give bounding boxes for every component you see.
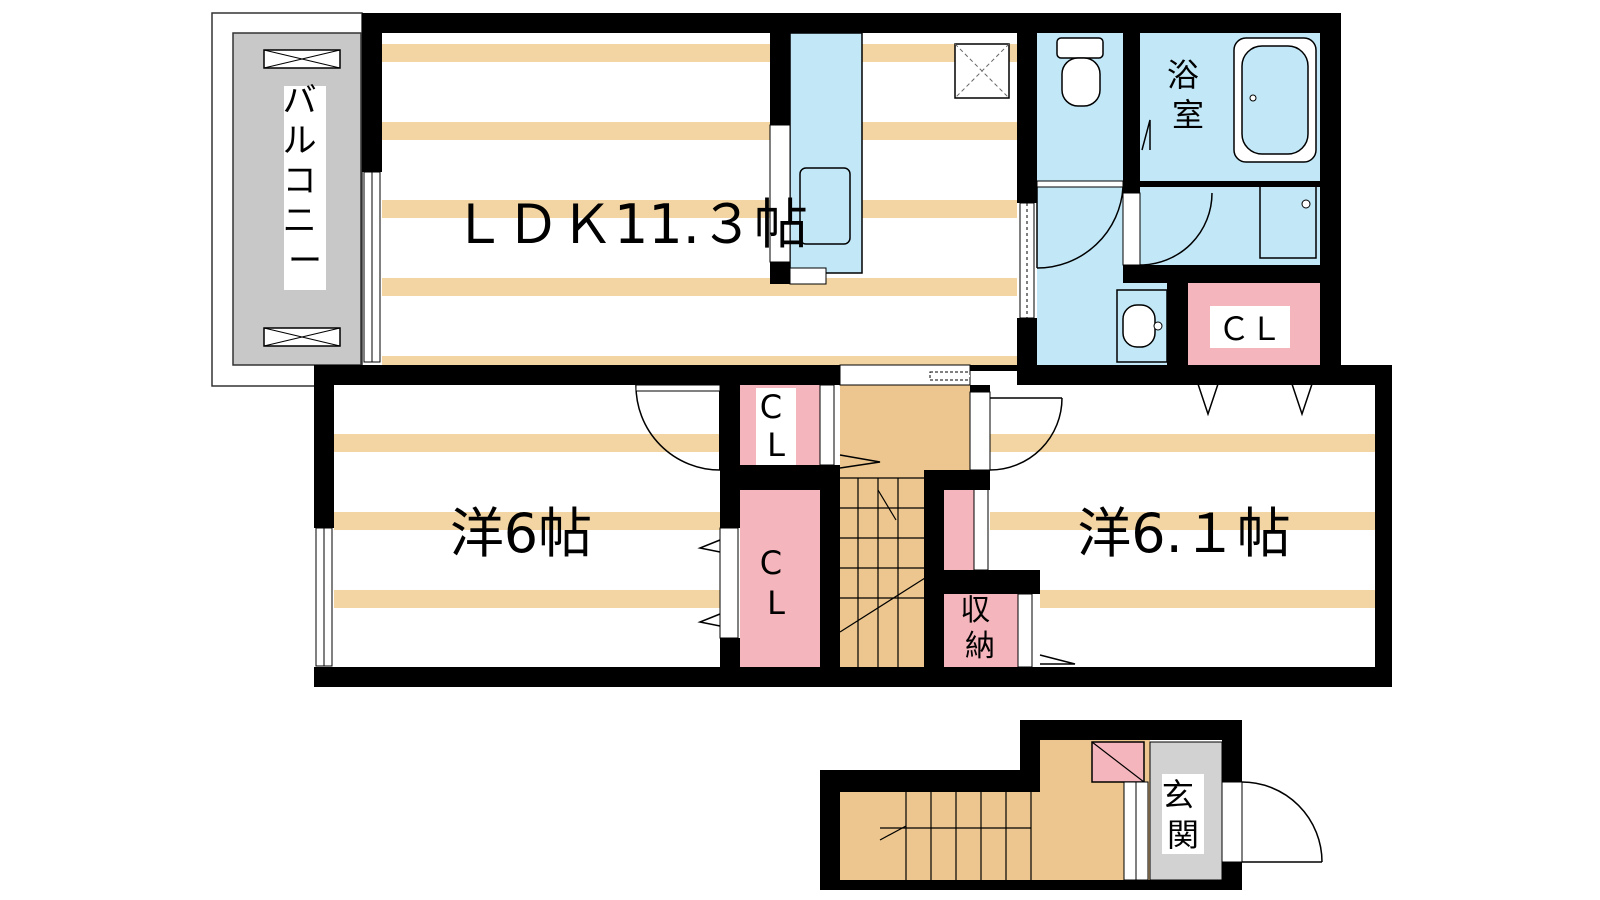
west-bedroom: 洋6帖	[315, 385, 720, 667]
upper-stairs	[839, 477, 926, 667]
storage: 収 納	[944, 487, 1033, 668]
balcony-label-bg	[284, 86, 326, 290]
west-bedroom-floor	[334, 385, 720, 667]
east-bedroom: 洋6.１帖	[990, 385, 1375, 667]
washing-machine-space	[1259, 185, 1317, 259]
closet-upper-label: C L	[760, 388, 793, 464]
bath-char: 室	[1172, 96, 1204, 134]
doors	[635, 119, 1323, 863]
balcony-char: ル	[283, 121, 317, 161]
balcony-char: ー	[288, 241, 322, 281]
toilet	[1056, 37, 1104, 107]
bath-label: 浴 室	[1167, 56, 1209, 134]
kitchen-wall-low	[770, 262, 790, 284]
balcony-char: コ	[283, 161, 317, 201]
closet-ne-label: ＣＬ	[1218, 310, 1282, 348]
bath-char: 浴	[1167, 56, 1199, 94]
ceiling-vent	[954, 43, 1010, 99]
kitchen-wall	[770, 33, 790, 125]
walls	[314, 13, 1392, 890]
entrance-label-bg	[1162, 774, 1204, 854]
entrance-char: 玄	[1162, 776, 1194, 814]
lower-hall-floor	[840, 792, 1150, 880]
east-bedroom-label: 洋6.１帖	[1077, 502, 1291, 565]
closet-lower-char: C	[760, 544, 782, 582]
balcony-char: バ	[283, 81, 317, 121]
entrance-area: 玄 関	[840, 740, 1223, 881]
closet-upper: C L	[740, 384, 835, 466]
bathtub	[1233, 37, 1317, 163]
storage-char: 納	[965, 629, 995, 664]
balcony-char: ニ	[283, 201, 317, 241]
closet-upper-char: L	[767, 426, 785, 464]
balcony-drain-top	[263, 49, 341, 69]
storage-label: 収 納	[960, 593, 1000, 664]
balcony-label: バ ル コ ニ ー	[283, 81, 328, 281]
balcony-drain-bottom	[263, 327, 341, 347]
entrance-label: 玄 関	[1162, 776, 1204, 854]
closet-lower: C L	[719, 490, 820, 667]
closet-ne-label-bg	[1210, 306, 1290, 348]
closet-lower-label: C L	[760, 544, 793, 622]
ldk-floor	[382, 33, 1017, 365]
toilet-door	[1036, 180, 1124, 269]
entrance-door	[1221, 781, 1323, 863]
lower-stairs	[879, 792, 1032, 880]
east-bedroom-door	[969, 391, 1063, 471]
entrance-char: 関	[1167, 816, 1199, 854]
closet-lower-char: L	[767, 584, 785, 622]
storage-char: 収	[960, 593, 990, 628]
bath-door	[1122, 119, 1213, 266]
kitchen-sink	[799, 167, 851, 245]
ldk-label: ＬＤＫ11.３帖	[452, 193, 808, 256]
closet-upper-char: C	[760, 388, 782, 426]
balcony: バ ル コ ニ ー	[211, 12, 381, 387]
ldk-room: ＬＤＫ11.３帖	[382, 32, 1017, 365]
west-bedroom-label: 洋6帖	[450, 502, 592, 565]
east-bedroom-floor	[990, 385, 1375, 485]
wash-basin	[1116, 289, 1168, 363]
west-bedroom-door	[635, 384, 721, 471]
